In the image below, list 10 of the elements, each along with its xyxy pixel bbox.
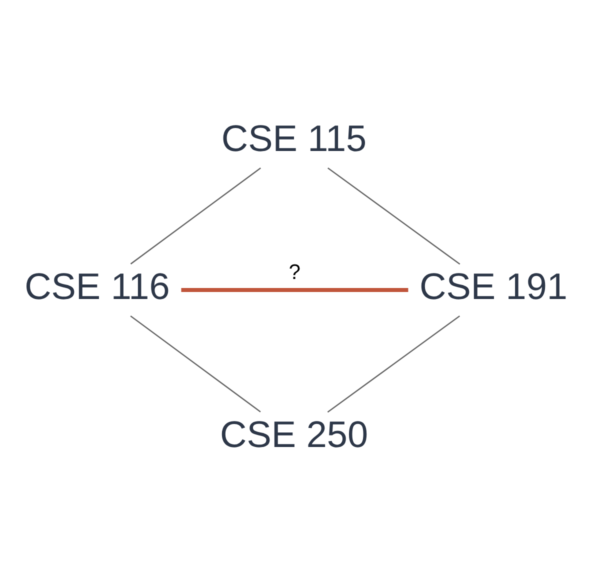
connector [130, 315, 261, 412]
node-text: CSE 116 [24, 266, 170, 308]
node-text: CSE 250 [220, 414, 368, 456]
node-text: CSE 191 [420, 266, 568, 308]
node-text: CSE 115 [221, 118, 367, 160]
connector [130, 167, 262, 264]
connector [327, 167, 460, 265]
connector [181, 288, 408, 292]
edge-label: ? [288, 261, 301, 284]
connector [327, 315, 460, 413]
